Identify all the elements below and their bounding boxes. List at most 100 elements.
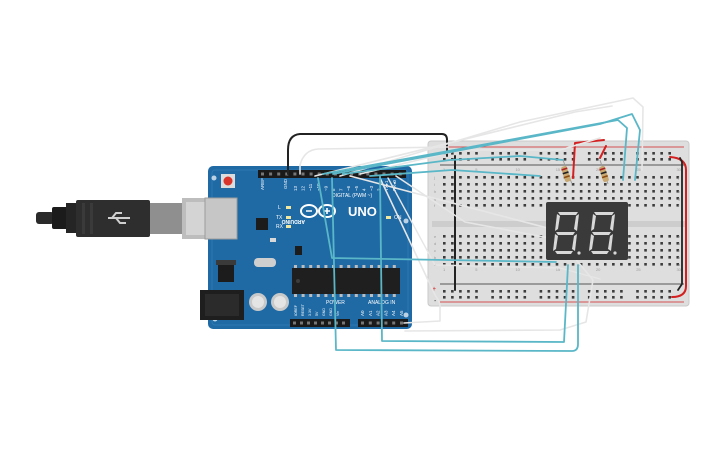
wire-white-6[interactable] xyxy=(379,177,441,324)
analog-header[interactable] xyxy=(358,319,408,327)
row-letter: b xyxy=(434,255,437,260)
row-letter: c xyxy=(678,248,680,253)
pin-label: ~5 xyxy=(354,185,359,191)
pin-label: Vin xyxy=(336,311,340,316)
pin-label: IOREF xyxy=(294,304,298,316)
pin-label: 4 xyxy=(361,188,366,191)
header-pin[interactable] xyxy=(400,321,403,325)
header-pin[interactable] xyxy=(342,321,345,325)
header-pin[interactable] xyxy=(374,172,378,176)
pin-label: 7 xyxy=(339,188,344,191)
header-pin[interactable] xyxy=(321,321,324,325)
resistor-1[interactable] xyxy=(561,159,573,185)
pin-label: RESET xyxy=(301,303,305,316)
usb-icon xyxy=(108,212,130,224)
wire-teal-2[interactable] xyxy=(332,113,641,181)
wire-red-rail[interactable] xyxy=(669,156,687,298)
row-letter: h xyxy=(678,189,680,194)
header-pin[interactable] xyxy=(293,172,297,176)
wire-teal-6[interactable] xyxy=(331,177,579,352)
header-pin[interactable] xyxy=(384,321,388,325)
column-number: 5 xyxy=(475,267,478,272)
capacitor xyxy=(249,293,289,311)
wire-white-1[interactable] xyxy=(299,146,449,175)
wire-white-7[interactable] xyxy=(395,175,594,332)
header-pin[interactable] xyxy=(382,172,386,176)
column-number: 15 xyxy=(556,167,561,172)
header-pin[interactable] xyxy=(285,172,289,176)
header-pin[interactable] xyxy=(269,172,273,176)
rail-minus-label: - xyxy=(434,298,437,305)
crystal xyxy=(254,258,276,267)
header-pin[interactable] xyxy=(261,172,264,176)
row-letter: i xyxy=(434,182,435,187)
gnd-label: GND xyxy=(283,178,288,189)
header-pin[interactable] xyxy=(317,172,321,176)
row-letter: f xyxy=(434,203,436,208)
usb-port xyxy=(204,197,238,240)
header-pin[interactable] xyxy=(328,321,331,325)
header-pin[interactable] xyxy=(300,321,303,325)
header-pin[interactable] xyxy=(361,321,364,325)
reset-button[interactable] xyxy=(221,174,235,188)
row-letter: i xyxy=(678,182,679,187)
wire-red-2[interactable] xyxy=(599,145,607,159)
power-jack[interactable] xyxy=(200,290,244,320)
voltage-regulator xyxy=(218,264,234,282)
header-pin[interactable] xyxy=(277,172,281,176)
wire-black-rail-right[interactable] xyxy=(677,157,683,291)
pin-label: 5V xyxy=(315,311,319,316)
wire-teal-7[interactable] xyxy=(379,175,569,343)
header-pin[interactable] xyxy=(350,172,354,176)
wire-teal-5[interactable] xyxy=(317,177,557,263)
header-pin[interactable] xyxy=(376,321,380,325)
column-number: 25 xyxy=(636,167,641,172)
rx-label: RX xyxy=(276,224,284,230)
wire-teal-3[interactable] xyxy=(342,155,564,175)
row-letter: g xyxy=(678,196,680,201)
row-letter: b xyxy=(678,255,681,260)
wire-white-4[interactable] xyxy=(314,105,613,177)
pin-label: GND xyxy=(329,308,333,316)
pin-label: ~6 xyxy=(346,185,351,191)
column-number: 30 xyxy=(676,267,681,272)
header-pin[interactable] xyxy=(301,172,305,176)
row-letter: c xyxy=(434,248,436,253)
wire-teal-1[interactable] xyxy=(322,119,628,181)
pin-label: A0 xyxy=(360,310,365,316)
wires xyxy=(287,97,687,352)
pin-label: GND xyxy=(322,308,326,316)
column-number: 25 xyxy=(636,267,641,272)
header-pin[interactable] xyxy=(293,321,296,325)
wire-white-2[interactable] xyxy=(359,137,601,175)
wire-white-8[interactable] xyxy=(387,177,601,280)
model-label: UNO xyxy=(348,204,377,219)
wire-red-1[interactable] xyxy=(572,139,605,179)
pin-label: A5 xyxy=(399,310,404,316)
row-letter: a xyxy=(678,262,681,267)
digit-2 xyxy=(589,212,617,255)
pin-label: ~11 xyxy=(308,183,313,191)
resistor-2[interactable] xyxy=(599,159,610,185)
usb-chip xyxy=(256,218,268,230)
column-number: 20 xyxy=(596,267,601,272)
header-pin[interactable] xyxy=(314,321,317,325)
row-letter: d xyxy=(678,241,680,246)
pin-label: A3 xyxy=(383,310,388,316)
header-pin[interactable] xyxy=(366,172,370,176)
header-pin[interactable] xyxy=(309,172,313,176)
l-label: L xyxy=(278,205,281,211)
header-pin[interactable] xyxy=(392,321,396,325)
header-pin[interactable] xyxy=(368,321,372,325)
seven-segment-display[interactable] xyxy=(546,202,628,260)
row-letter: h xyxy=(434,189,436,194)
wire-teal-4[interactable] xyxy=(369,169,541,177)
atmega-chip xyxy=(292,265,400,297)
power-header[interactable] xyxy=(290,319,350,327)
header-pin[interactable] xyxy=(335,321,338,325)
pin-label: 2 xyxy=(377,188,382,191)
header-pin[interactable] xyxy=(307,321,310,325)
row-letter: f xyxy=(678,203,680,208)
wire-gnd-top[interactable] xyxy=(287,133,448,175)
